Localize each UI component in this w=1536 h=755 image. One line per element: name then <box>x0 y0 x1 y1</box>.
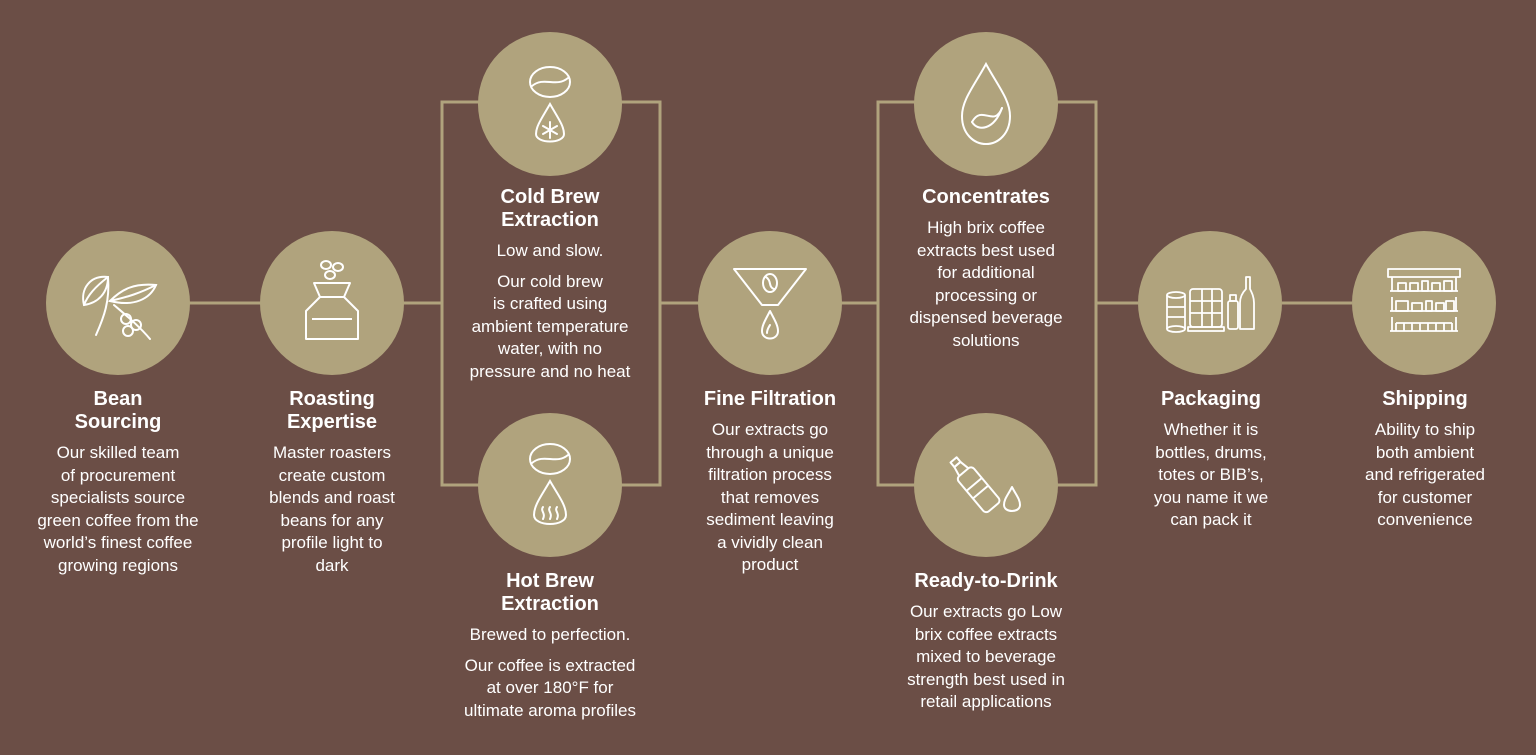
packaging-icon <box>1138 231 1282 375</box>
step-packaging: Packaging Whether it is bottles, drums, … <box>1118 388 1304 532</box>
step-shipping: Shipping Ability to ship both ambient an… <box>1332 388 1518 532</box>
step-title: Ready-to-Drink <box>914 570 1058 592</box>
step-description: Our skilled team of procurement speciali… <box>37 443 199 575</box>
step-title: Roasting Expertise <box>286 388 378 433</box>
step-title: Bean Sourcing <box>74 388 162 433</box>
step-description: Master roasters create custom blends and… <box>269 443 395 575</box>
step-hot-brew: Hot Brew Extraction Brewed to perfection… <box>444 570 656 722</box>
step-description: Our coffee is extracted at over 180°F fo… <box>464 655 636 720</box>
filter-icon <box>698 231 842 375</box>
step-tagline: Low and slow. <box>496 241 604 260</box>
step-description: Ability to ship both ambient and refrige… <box>1364 420 1486 529</box>
coffee-plant-icon <box>46 231 190 375</box>
bottle-icon <box>914 413 1058 557</box>
step-roasting: Roasting Expertise Master roasters creat… <box>238 388 426 577</box>
step-filtration: Fine Filtration Our extracts go through … <box>676 388 864 577</box>
step-description: Whether it is bottles, drums, totes or B… <box>1153 420 1269 529</box>
cold-brew-icon <box>478 32 622 176</box>
step-description: Our cold brew is crafted using ambient t… <box>469 271 631 381</box>
step-title: Fine Filtration <box>703 388 837 410</box>
step-description: High brix coffee extracts best used for … <box>909 218 1063 350</box>
step-bean-sourcing: Bean Sourcing Our skilled team of procur… <box>18 388 218 577</box>
roaster-icon <box>260 231 404 375</box>
shelves-icon <box>1352 231 1496 375</box>
step-title: Cold Brew Extraction <box>500 186 600 231</box>
step-description: Our extracts go Low brix coffee extracts… <box>907 602 1065 711</box>
step-concentrates: Concentrates High brix coffee extracts b… <box>886 186 1086 352</box>
step-ready-to-drink: Ready-to-Drink Our extracts go Low brix … <box>882 570 1090 714</box>
step-description: Our extracts go through a unique filtrat… <box>706 420 834 574</box>
step-cold-brew: Cold Brew Extraction Low and slow. Our c… <box>448 186 652 383</box>
hot-brew-icon <box>478 413 622 557</box>
concentrate-drop-icon <box>914 32 1058 176</box>
step-title: Hot Brew Extraction <box>501 570 599 615</box>
step-tagline: Brewed to perfection. <box>469 625 631 644</box>
step-title: Shipping <box>1382 388 1468 410</box>
step-title: Concentrates <box>922 186 1050 208</box>
step-title: Packaging <box>1160 388 1262 410</box>
